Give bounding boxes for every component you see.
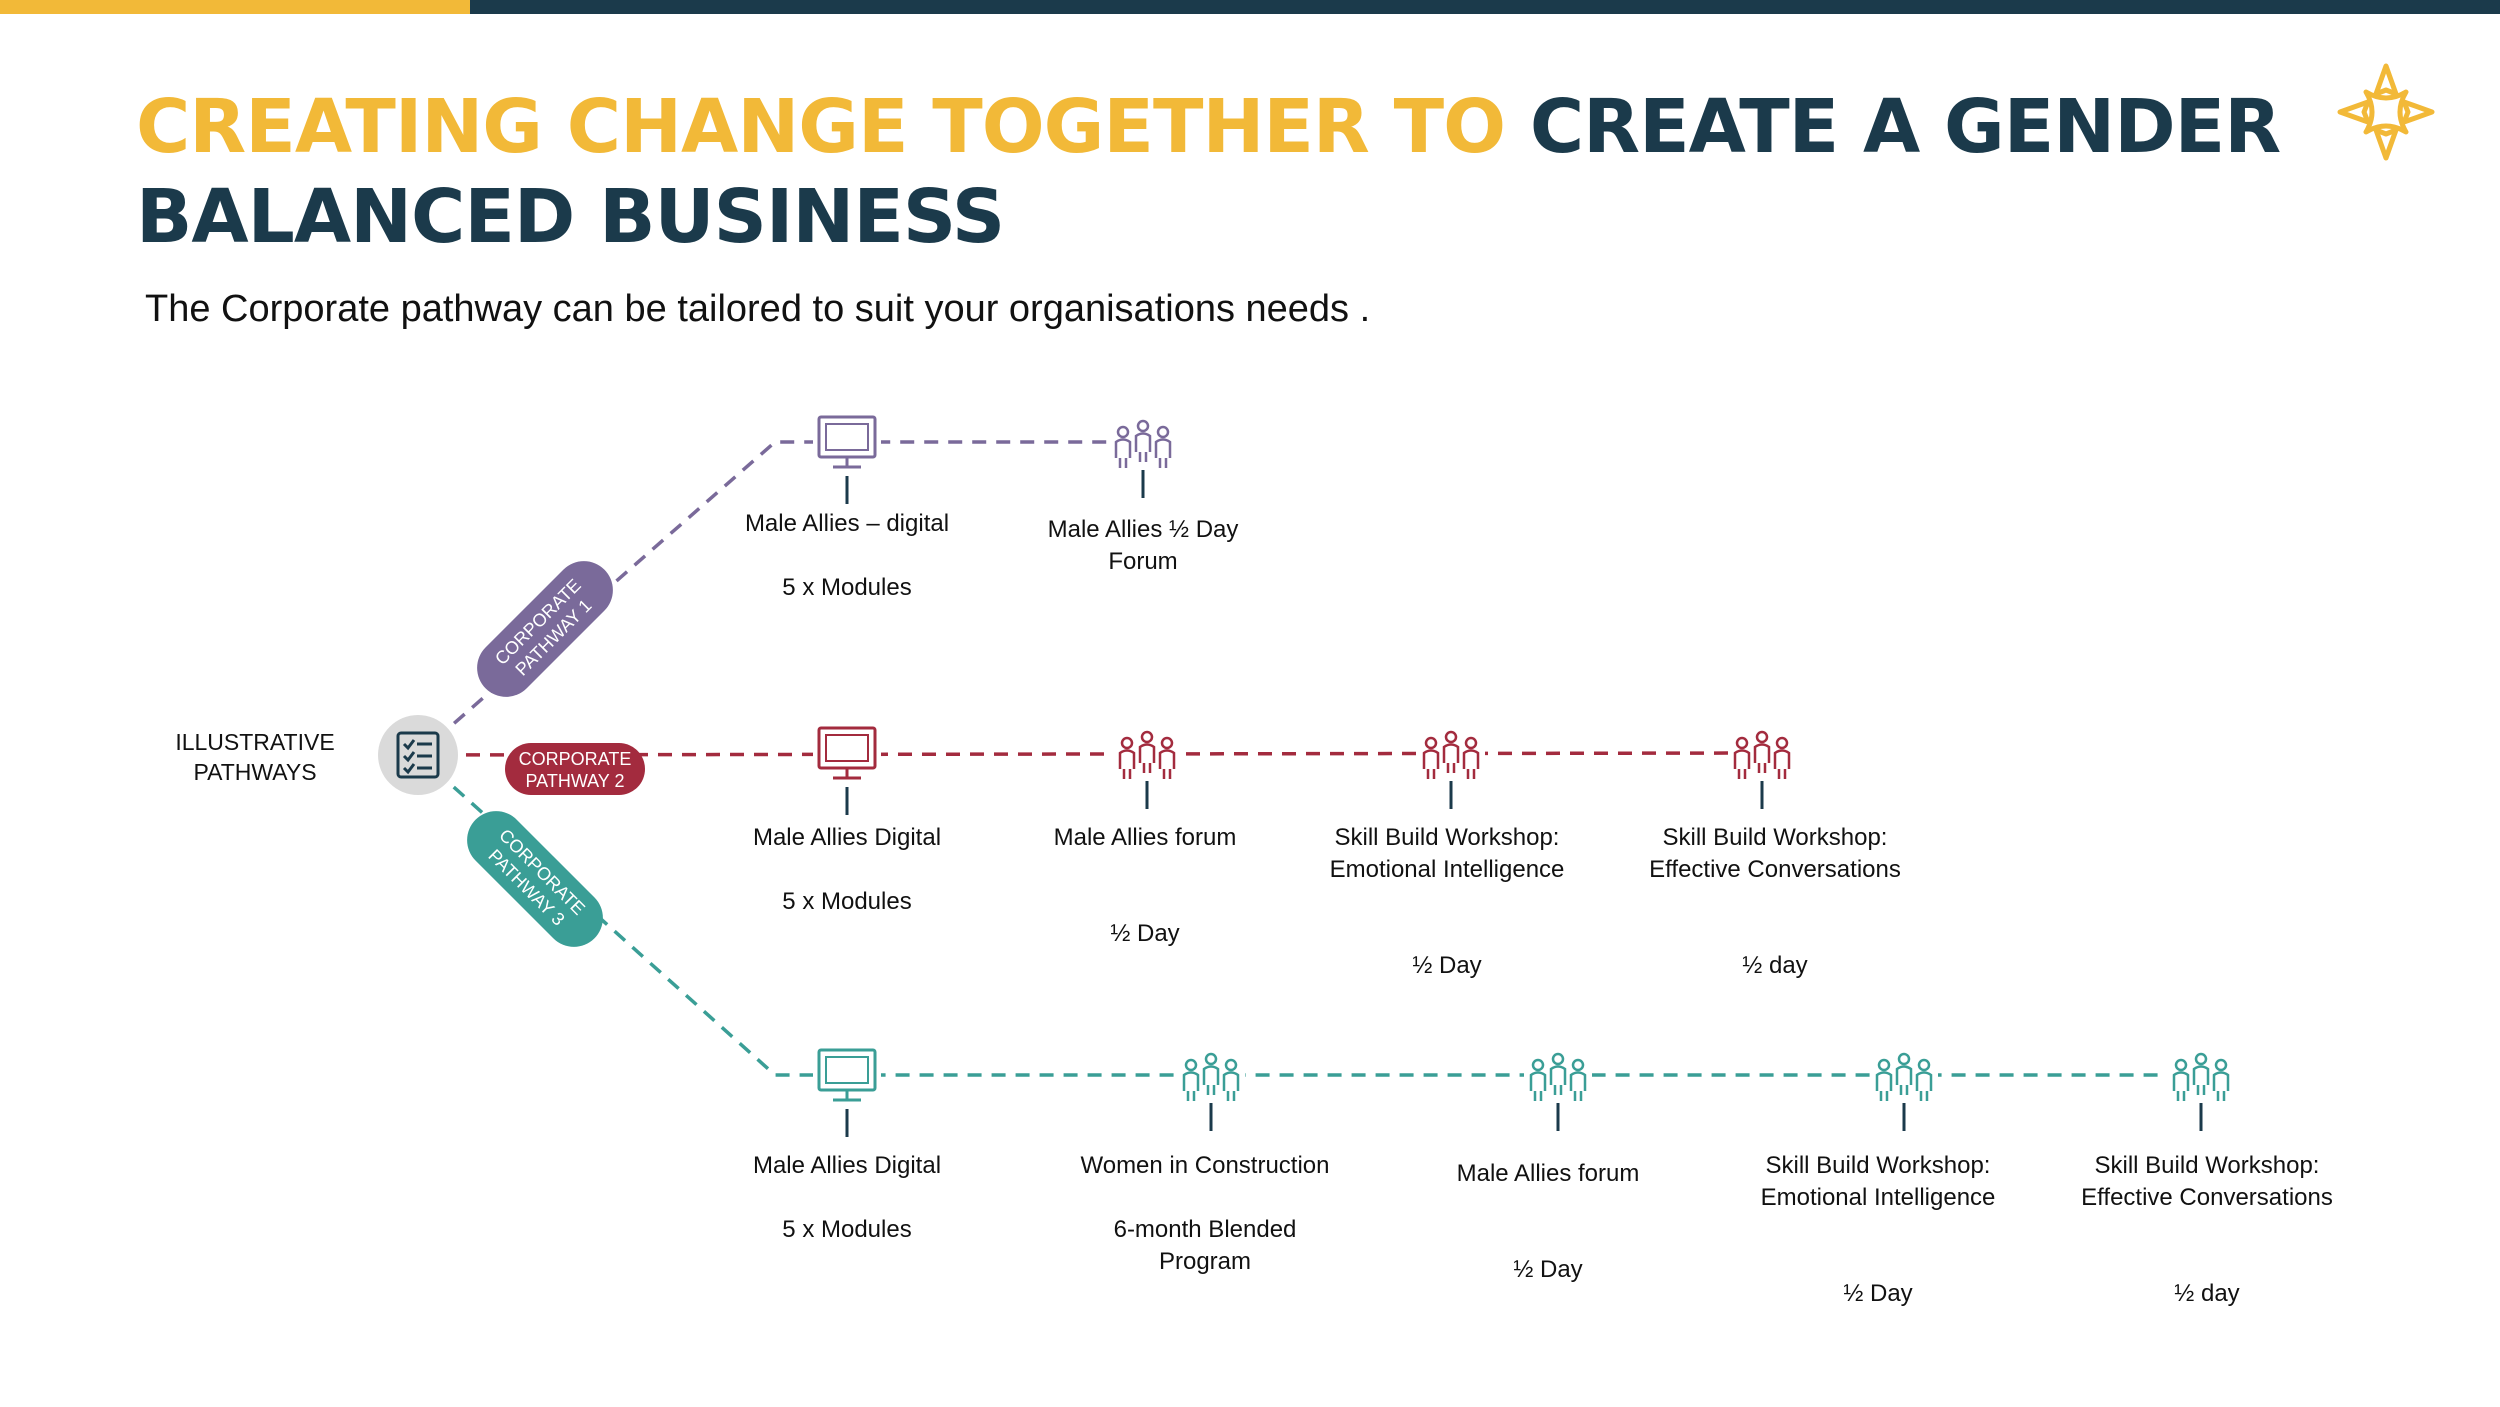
step-label: Program [1159, 1248, 1251, 1275]
step-label: Emotional Intelligence [1761, 1184, 1996, 1211]
step-label: Male Allies Digital [753, 824, 941, 851]
step-label: Male Allies forum [1457, 1160, 1640, 1187]
people-group-icon [1113, 723, 1181, 783]
monitor-icon [813, 1041, 881, 1109]
people-group-icon [1417, 723, 1485, 783]
title-highlight: CREATING CHANGE TOGETHER TO [136, 84, 1530, 170]
step-label: ½ Day [1843, 1280, 1912, 1307]
step-label: 5 x Modules [782, 888, 911, 915]
top-accent-bar [0, 0, 2500, 14]
people-group-icon [1524, 1045, 1592, 1105]
monitor-icon [813, 719, 881, 787]
step-label: Skill Build Workshop: [1663, 824, 1888, 851]
top-bar-navy-segment [470, 0, 2500, 14]
people-group-icon [1728, 723, 1796, 783]
step-label: 5 x Modules [782, 574, 911, 601]
pathway-2-connector [417, 751, 1763, 757]
step-label: Male Allies forum [1054, 824, 1237, 851]
step-label: Male Allies – digital [745, 510, 949, 537]
pill-line2: PATHWAY 2 [525, 771, 624, 791]
step-label: ½ Day [1110, 920, 1179, 947]
people-group-icon [2167, 1045, 2235, 1105]
step-label: ½ Day [1513, 1256, 1582, 1283]
step-label: 6-month Blended [1114, 1216, 1297, 1243]
pathway-3-connector [416, 753, 2160, 1077]
people-group-icon [1870, 1045, 1938, 1105]
step-label: Skill Build Workshop: [1335, 824, 1560, 851]
top-bar-yellow-segment [0, 0, 470, 14]
checklist-icon [396, 731, 440, 779]
page-title: CREATING CHANGE TOGETHER TO CREATE A GEN… [136, 82, 2336, 262]
step-label: 5 x Modules [782, 1216, 911, 1243]
people-group-icon [1109, 412, 1177, 472]
step-label: Skill Build Workshop: [1766, 1152, 1991, 1179]
pathway-1-connector [416, 440, 1108, 757]
step-label: Effective Conversations [2081, 1184, 2333, 1211]
star-knot-logo-icon [2337, 63, 2435, 161]
pill-line1: CORPORATE [519, 749, 632, 769]
step-label: Emotional Intelligence [1330, 856, 1565, 883]
people-group-icon [1177, 1045, 1245, 1105]
step-label: Effective Conversations [1649, 856, 1901, 883]
step-label: Male Allies ½ Day [1048, 516, 1239, 543]
step-label: Male Allies Digital [753, 1152, 941, 1179]
step-label: Forum [1108, 548, 1177, 575]
hub-label-line1: ILLUSTRATIVE [175, 729, 334, 755]
hub-label-line2: PATHWAYS [193, 759, 316, 785]
title-main: CREATE A GENDER BALANCED BUSINESS [136, 84, 2281, 260]
page-subtitle: The Corporate pathway can be tailored to… [145, 288, 1371, 330]
step-label: ½ Day [1412, 952, 1481, 979]
step-label: Women in Construction [1081, 1152, 1330, 1179]
monitor-icon [813, 408, 881, 476]
step-label: ½ day [1742, 952, 1807, 979]
step-label: Skill Build Workshop: [2095, 1152, 2320, 1179]
step-label: ½ day [2174, 1280, 2239, 1307]
